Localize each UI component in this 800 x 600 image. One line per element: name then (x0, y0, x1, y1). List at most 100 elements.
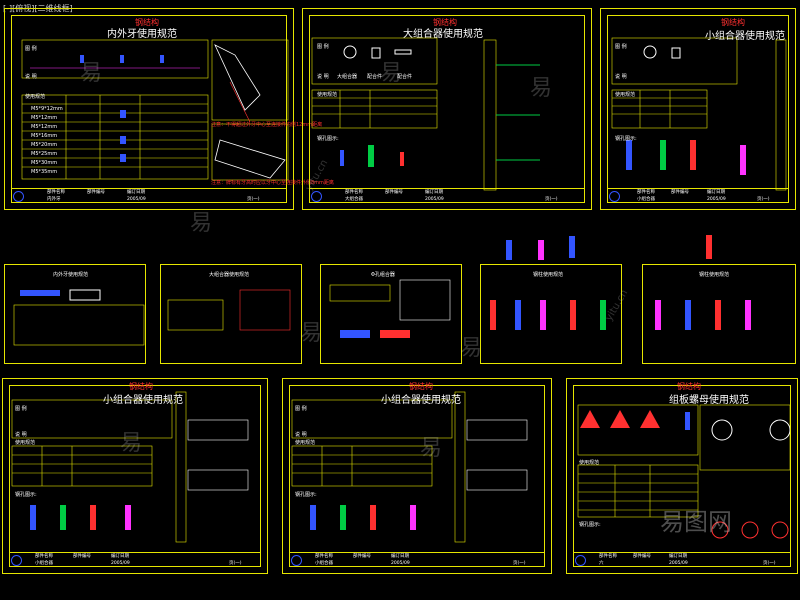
watermark: 易 (120, 431, 143, 456)
part-code-label: 部件编号 (353, 554, 371, 559)
sheet-tag: 钢结构 (135, 18, 159, 27)
part-name-label: 部件名称 (345, 190, 363, 195)
spec-row: M5*20mm (31, 142, 58, 148)
part-name: 大组合器 (345, 197, 363, 202)
spec-row: M5*12mm (31, 115, 58, 121)
install-label: 钢孔图示: (615, 136, 637, 142)
usage-label: 使用规范 (615, 92, 636, 98)
description-label: 说 明 (317, 74, 329, 80)
thumb-title: 钢柱使用规范 (533, 272, 564, 278)
page-number: 页(一) (757, 197, 770, 202)
thumb-title: 钢柱使用规范 (699, 272, 730, 278)
edit-date: 2005/09 (391, 561, 410, 566)
page-number: 页(一) (247, 197, 260, 202)
sheet-title: 大组合器使用规范 (403, 29, 483, 40)
date-label: 编订日期 (707, 190, 725, 195)
company-logo-icon (311, 191, 322, 202)
sheet-inner-frame (9, 385, 261, 567)
legend-label: 图 例 (25, 46, 37, 52)
sheet-inner-frame (11, 15, 287, 203)
sheet-inner-frame (607, 15, 789, 203)
title-block: 部件名称 部件编号 编订日期 小组合器 2005/09 页(一) (607, 188, 789, 203)
sheet-tag: 钢结构 (677, 382, 701, 391)
date-label: 编订日期 (669, 554, 687, 559)
thumb-sheet-5[interactable]: 钢柱使用规范 (642, 264, 796, 364)
part-name-label: 部件名称 (599, 554, 617, 559)
edit-date: 2005/09 (127, 197, 146, 202)
title-block: 部件名称 部件编号 编订日期 六 2005/09 页(一) (573, 552, 791, 567)
edit-date: 2005/09 (669, 561, 688, 566)
legend-label: 图 例 (317, 44, 329, 50)
title-block: 部件名称 部件编号 编订日期 大组合器 2005/09 页(一) (309, 188, 585, 203)
usage-label: 使用规范 (25, 94, 46, 100)
sheet-title: 组板螺母使用规范 (669, 395, 749, 406)
legend-label: 图 例 (295, 406, 307, 412)
part-code-label: 部件编号 (87, 190, 105, 195)
install-label: 钢孔图示: (15, 492, 37, 498)
sheet-small-combiner-top[interactable]: 钢结构 小组合器使用规范 图 例 说 明 使用规范 钢孔图示: 部件名称 部件编… (600, 8, 796, 210)
thumb-title: 大组合器使用规范 (209, 272, 250, 278)
part-name: 六 (599, 561, 604, 566)
title-block: 部件名称 部件编号 编订日期 小组合器 2005/09 页(一) (289, 552, 545, 567)
description-label: 说 明 (295, 432, 307, 438)
sheet-tag: 钢结构 (409, 382, 433, 391)
thumb-sheet-3[interactable]: Φ孔组合器 (320, 264, 462, 364)
part-name: 小组合器 (315, 561, 333, 566)
spec-row: M5*16mm (31, 133, 58, 139)
part-name-label: 部件名称 (35, 554, 53, 559)
part-code-label: 部件编号 (633, 554, 651, 559)
watermark: 易 (300, 321, 323, 346)
part-code-label: 部件编号 (73, 554, 91, 559)
thumb-sheet-1[interactable]: 内外牙使用规范 (4, 264, 146, 364)
thumb-sheet-4[interactable]: 钢柱使用规范 (480, 264, 622, 364)
sheet-tag: 钢结构 (433, 18, 457, 27)
sheet-inner-frame (573, 385, 791, 567)
watermark: 易 (530, 76, 553, 101)
usage-label: 使用规范 (317, 92, 338, 98)
item-label: 大组合器 (337, 74, 358, 80)
edit-date: 2005/09 (425, 197, 444, 202)
note-text: 注意：不得超过外牙中心至连接件内侧12mm距离 (211, 122, 323, 128)
thumb-title: Φ孔组合器 (371, 272, 395, 278)
sheet-small-combiner-b1[interactable]: 钢结构 小组合器使用规范 图 例 说 明 使用规范 钢孔图示: 部件名称 部件编… (2, 378, 268, 574)
thumb-title: 内外牙使用规范 (53, 272, 89, 278)
sheet-title: 小组合器使用规范 (705, 31, 785, 42)
edit-date: 2005/09 (111, 561, 130, 566)
sheet-title: 内外牙使用规范 (107, 29, 177, 40)
usage-label: 使用规范 (579, 460, 600, 466)
sheet-large-combiner[interactable]: 钢结构 大组合器使用规范 图 例 说 明 大组合器 配合件 配合件 使用规范 钢… (302, 8, 592, 210)
spec-row: M5*12mm (31, 124, 58, 130)
sheet-inner-frame (289, 385, 545, 567)
sheet-internal-external-thread[interactable]: 钢结构 内外牙使用规范 图 例 说 明 使用规范 M5*9*12mm M5*12… (4, 8, 334, 210)
description-label: 说 明 (25, 74, 37, 80)
install-label: 钢孔图示: (317, 136, 339, 142)
part-name: 内外牙 (47, 197, 61, 202)
page-number: 页(一) (545, 197, 558, 202)
company-logo-icon (13, 191, 24, 202)
page-number: 页(一) (229, 561, 242, 566)
sheet-small-combiner-b2[interactable]: 钢结构 小组合器使用规范 图 例 说 明 使用规范 钢孔图示: 部件名称 部件编… (282, 378, 552, 574)
legend-label: 图 例 (15, 406, 27, 412)
spec-row: M5*35mm (31, 169, 58, 175)
sheet-plate-nut[interactable]: 钢结构 组板螺母使用规范 使用规范 钢孔图示: 部件名称 部件编号 编订日期 六… (566, 378, 798, 574)
spec-row: M5*25mm (31, 151, 58, 157)
watermark: 易 (190, 211, 213, 236)
company-logo-icon (291, 555, 302, 566)
part-code-label: 部件编号 (671, 190, 689, 195)
description-label: 说 明 (15, 432, 27, 438)
sheet-title: 小组合器使用规范 (381, 395, 461, 406)
description-label: 说 明 (615, 74, 627, 80)
thumb-sheet-2[interactable]: 大组合器使用规范 (160, 264, 302, 364)
legend-label: 图 例 (615, 44, 627, 50)
sheet-title: 小组合器使用规范 (103, 395, 183, 406)
date-label: 编订日期 (111, 554, 129, 559)
company-logo-icon (11, 555, 22, 566)
spec-row: M5*30mm (31, 160, 58, 166)
date-label: 编订日期 (127, 190, 145, 195)
spec-row: M5*9*12mm (31, 106, 63, 112)
part-name-label: 部件名称 (637, 190, 655, 195)
company-logo-icon (575, 555, 586, 566)
watermark: 易 (460, 336, 483, 361)
watermark: 易 (80, 61, 103, 86)
